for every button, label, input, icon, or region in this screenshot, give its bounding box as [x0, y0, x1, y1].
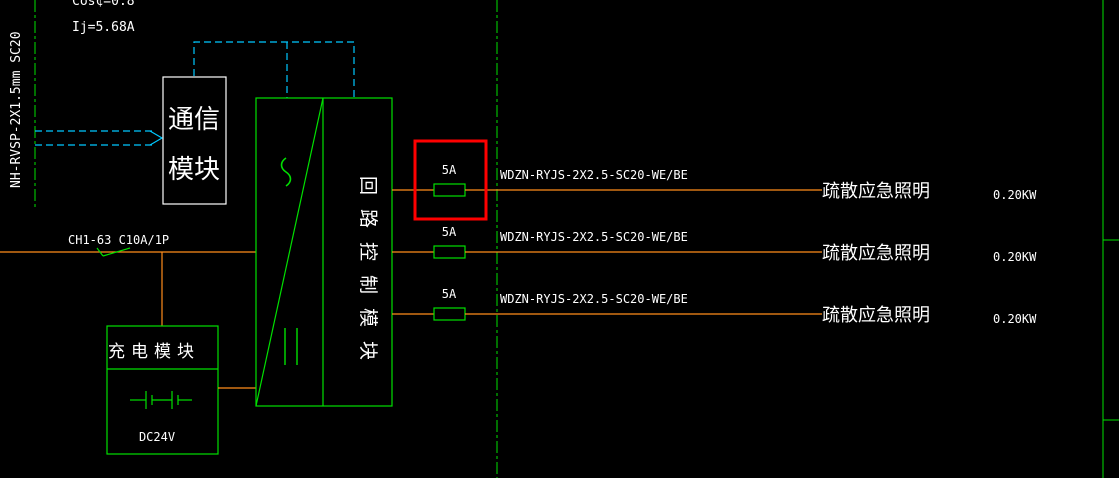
comm-module-text-1: 通信: [168, 105, 220, 135]
load-name: 疏散应急照明: [822, 181, 930, 202]
fuse-rating: 5A: [442, 225, 457, 239]
charge-module-box: [106, 325, 219, 455]
note-cos: Cos¢=0.8: [72, 0, 135, 9]
output-circuits: 5A WDZN-RYJS-2X2.5-SC20-WE/BE 疏散应急照明 0.20KW…: [392, 139, 1037, 326]
comm-bus: [35, 41, 355, 146]
fuse-icon: [433, 245, 466, 259]
circuit-1: 5A WDZN-RYJS-2X2.5-SC20-WE/BE 疏散应急照明 0.20KW: [392, 139, 1037, 221]
fuse-rating: 5A: [442, 287, 457, 301]
ac-symbol-icon: [280, 157, 292, 187]
title-block-ticks: [1103, 239, 1119, 421]
charge-module-label: 充电模块: [108, 342, 200, 362]
control-module-label: 回路控制模块: [357, 176, 379, 374]
breaker-switch-icon: [96, 247, 131, 257]
comm-module-box: [162, 76, 227, 205]
fuse-rating: 5A: [442, 163, 457, 177]
charge-voltage-label: DC24V: [139, 430, 175, 444]
load-name: 疏散应急照明: [822, 305, 930, 326]
note-current: Ij=5.68A: [72, 20, 135, 35]
fuse-icon: [433, 183, 466, 197]
cable-spec: WDZN-RYJS-2X2.5-SC20-WE/BE: [500, 230, 688, 244]
load-power: 0.20KW: [993, 188, 1037, 202]
circuit-2: 5A WDZN-RYJS-2X2.5-SC20-WE/BE 疏散应急照明 0.20KW: [392, 225, 1037, 264]
dc-symbol-icon: [284, 328, 298, 365]
load-power: 0.20KW: [993, 250, 1037, 264]
input-breaker-label: CH1-63 C10A/1P: [68, 233, 169, 247]
comm-arrow-icon: [149, 130, 164, 146]
battery-icon: [130, 391, 192, 409]
circuit-3: 5A WDZN-RYJS-2X2.5-SC20-WE/BE 疏散应急照明 0.20KW: [392, 287, 1037, 326]
cable-spec: WDZN-RYJS-2X2.5-SC20-WE/BE: [500, 168, 688, 182]
inverter-diagonal: [255, 97, 324, 407]
comm-cable-label: NH-RVSP-2X1.5mm SC20: [9, 31, 24, 188]
highlight-box: [413, 139, 488, 221]
load-name: 疏散应急照明: [822, 243, 930, 264]
cable-spec: WDZN-RYJS-2X2.5-SC20-WE/BE: [500, 292, 688, 306]
load-power: 0.20KW: [993, 312, 1037, 326]
comm-module-text-2: 模块: [168, 155, 220, 185]
fuse-icon: [433, 307, 466, 321]
